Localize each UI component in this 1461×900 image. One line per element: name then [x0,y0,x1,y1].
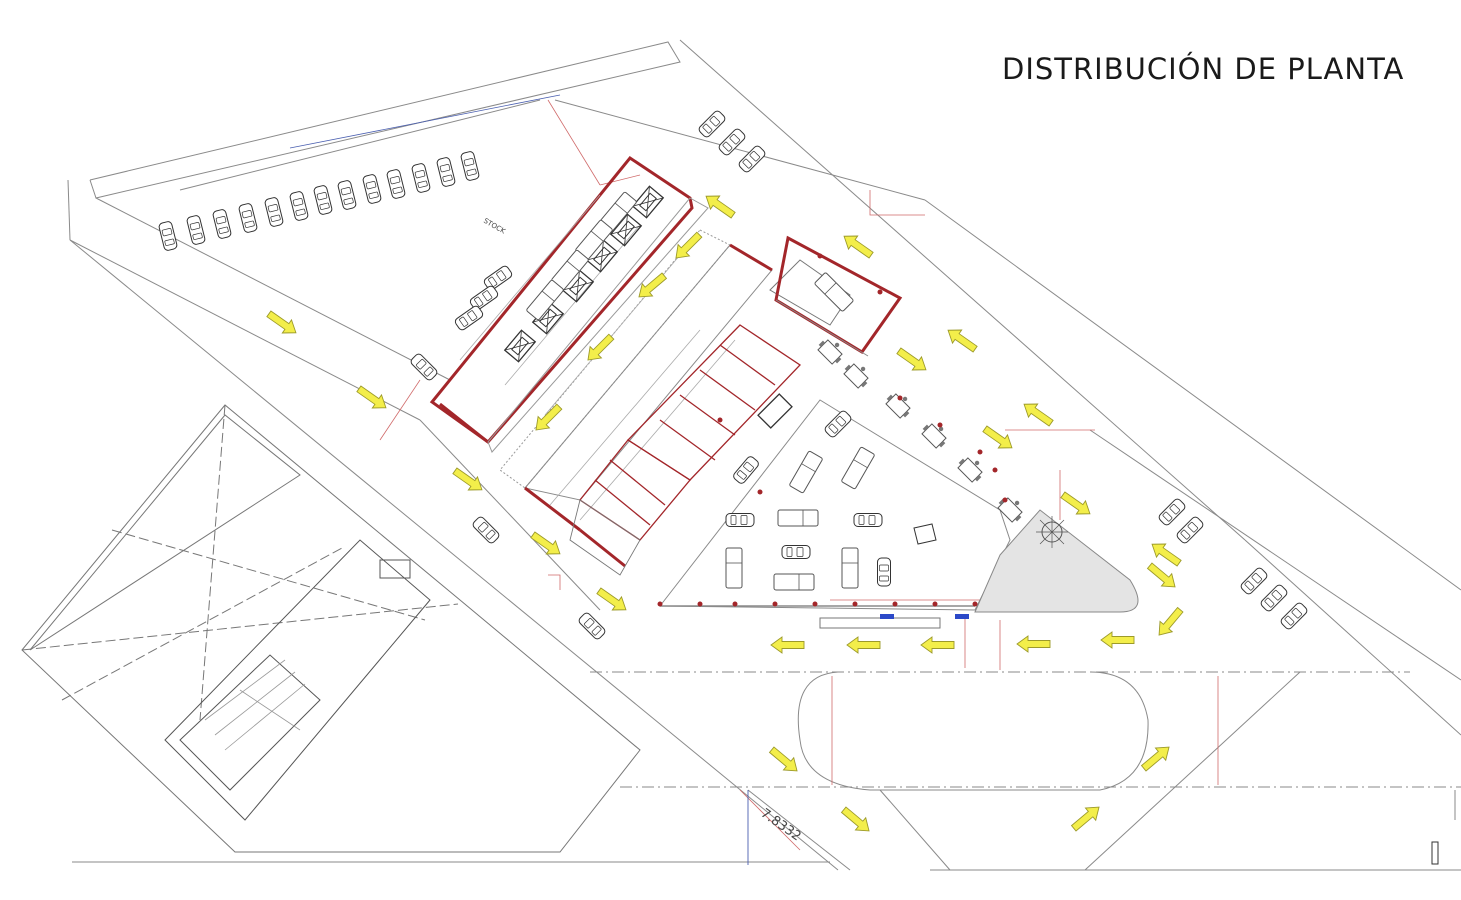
dimension-lines [379,99,1219,851]
dimension-label: 7.8332 [758,806,804,844]
parking-left [409,264,607,641]
columns [657,253,1008,607]
offices-block [569,259,851,576]
parking-row-top [157,150,481,252]
workshop-building [429,155,773,568]
property-line-blue [289,94,561,149]
site-boundary [67,39,1461,871]
stock-label: STOCK [482,217,507,236]
garden-area [974,509,1139,613]
warehouse-building [21,404,641,853]
scale-marker [1431,841,1439,865]
showroom-building [658,235,1011,629]
plan-title: DISTRIBUCIÓN DE PLANTA [1002,52,1405,86]
